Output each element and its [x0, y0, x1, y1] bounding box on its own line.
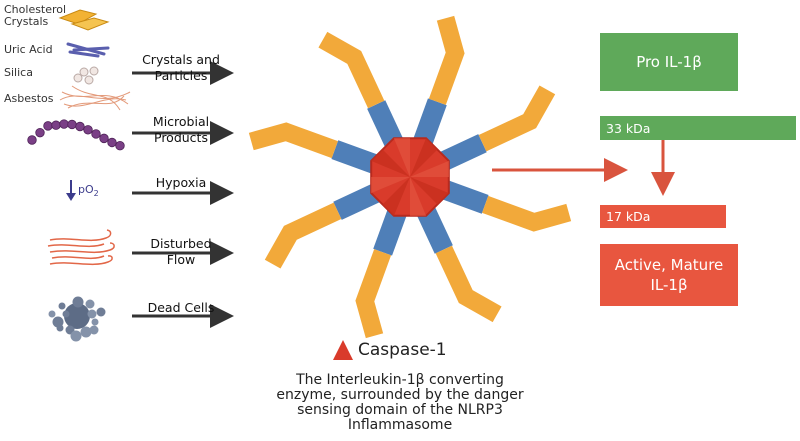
- stimulus-arrows: [132, 61, 234, 328]
- cell-fragment: [85, 299, 95, 309]
- caspase-hub-facet: [371, 149, 410, 177]
- nlrp3-outer-segment: [435, 245, 502, 323]
- cell-fragment: [70, 330, 82, 342]
- microbe-bead: [59, 119, 69, 129]
- microbe-bead: [67, 119, 77, 130]
- microbe-bead: [107, 137, 117, 148]
- cell-fragment: [56, 324, 64, 332]
- microbe-bead: [43, 121, 53, 131]
- mature-il1b-box: Active, Mature IL-1β: [600, 244, 738, 306]
- microbe-bead: [83, 125, 93, 135]
- silica-label: Silica: [4, 66, 33, 79]
- caspase-hub-facet: [410, 160, 449, 177]
- nlrp3-outer-segment: [355, 249, 392, 339]
- cholesterol-crystals-label: Cholesterol Crystals: [4, 3, 67, 28]
- uric-acid-crystals-icon: [66, 42, 110, 58]
- kda17-bar: 17 kDa: [600, 205, 726, 228]
- po2-label: pO2: [78, 183, 99, 198]
- nlrp3-outer-segment: [482, 195, 572, 232]
- nlrp3-outer-segment: [478, 85, 556, 152]
- nlrp3-outer-segment: [318, 31, 385, 109]
- cell-fragment: [89, 325, 99, 335]
- pro-il1b-box: Pro IL-1β: [600, 33, 738, 91]
- cell-fragment: [62, 310, 70, 318]
- caspase-caption: The Interleukin-1β converting enzyme, su…: [276, 372, 524, 433]
- cell-fragment: [72, 296, 84, 308]
- dead-cell-body: [64, 303, 90, 329]
- pro-il1b-label: Pro IL-1β: [636, 53, 702, 71]
- po2-subscript: 2: [93, 189, 99, 199]
- cell-fragment: [87, 309, 97, 319]
- dead-cells-label: Dead Cells: [147, 300, 215, 315]
- microbial-products-label: Microbial Products: [152, 114, 210, 145]
- microbe-bead: [99, 133, 109, 144]
- cell-fragment: [58, 302, 66, 310]
- kda17-label: 17 kDa: [606, 209, 651, 224]
- hypoxia-down-arrow-icon: [66, 180, 76, 201]
- microbial-chain-icon: [27, 119, 125, 151]
- cell-fragment: [91, 318, 99, 326]
- caspase-hub-facet: [410, 177, 427, 216]
- disturbed-flow-icon: [47, 229, 115, 266]
- caspase-hub-facet: [393, 138, 410, 177]
- po2-symbol: pO: [78, 183, 94, 196]
- crystals-and-particles-label: Crystals and Particles: [142, 52, 220, 83]
- hypoxia-label: Hypoxia: [155, 175, 207, 190]
- nlrp3-outer-segment: [264, 202, 342, 269]
- microbe-bead: [51, 120, 61, 130]
- microbe-bead: [91, 129, 101, 139]
- dead-cell-icon: [48, 296, 106, 342]
- cholesterol-crystals-icon: [58, 9, 110, 31]
- uric-acid-label: Uric Acid: [4, 43, 53, 56]
- kda33-label: 33 kDa: [606, 120, 651, 136]
- caspase-hub-facet: [371, 177, 410, 194]
- microbe-bead: [115, 141, 125, 151]
- microbe-bead: [27, 135, 37, 145]
- cell-fragment: [48, 310, 56, 318]
- caspase-hub-facet: [410, 177, 449, 205]
- kda33-bar: 33 kDa: [600, 116, 796, 140]
- asbestos-label: Asbestos: [4, 92, 54, 105]
- disturbed-flow-label: Disturbed Flow: [150, 236, 212, 267]
- mature-il1b-label: Active, Mature IL-1β: [614, 256, 724, 294]
- microbe-bead: [75, 121, 85, 132]
- asbestos-fibers-icon: [59, 85, 131, 111]
- caspase-hub-facet: [382, 177, 410, 216]
- caspase-1-hub: [370, 137, 450, 217]
- caspase-hub-facet: [410, 138, 438, 177]
- microbe-bead: [35, 127, 45, 138]
- caspase-title: Caspase-1: [358, 340, 447, 360]
- cell-fragment: [96, 307, 106, 317]
- nlrp3-outer-segment: [428, 15, 465, 105]
- cell-fragment: [80, 326, 92, 338]
- caspase-triangle-icon: [333, 340, 353, 360]
- silica-particles-icon: [73, 66, 99, 85]
- nlrp3-outer-segment: [248, 122, 338, 159]
